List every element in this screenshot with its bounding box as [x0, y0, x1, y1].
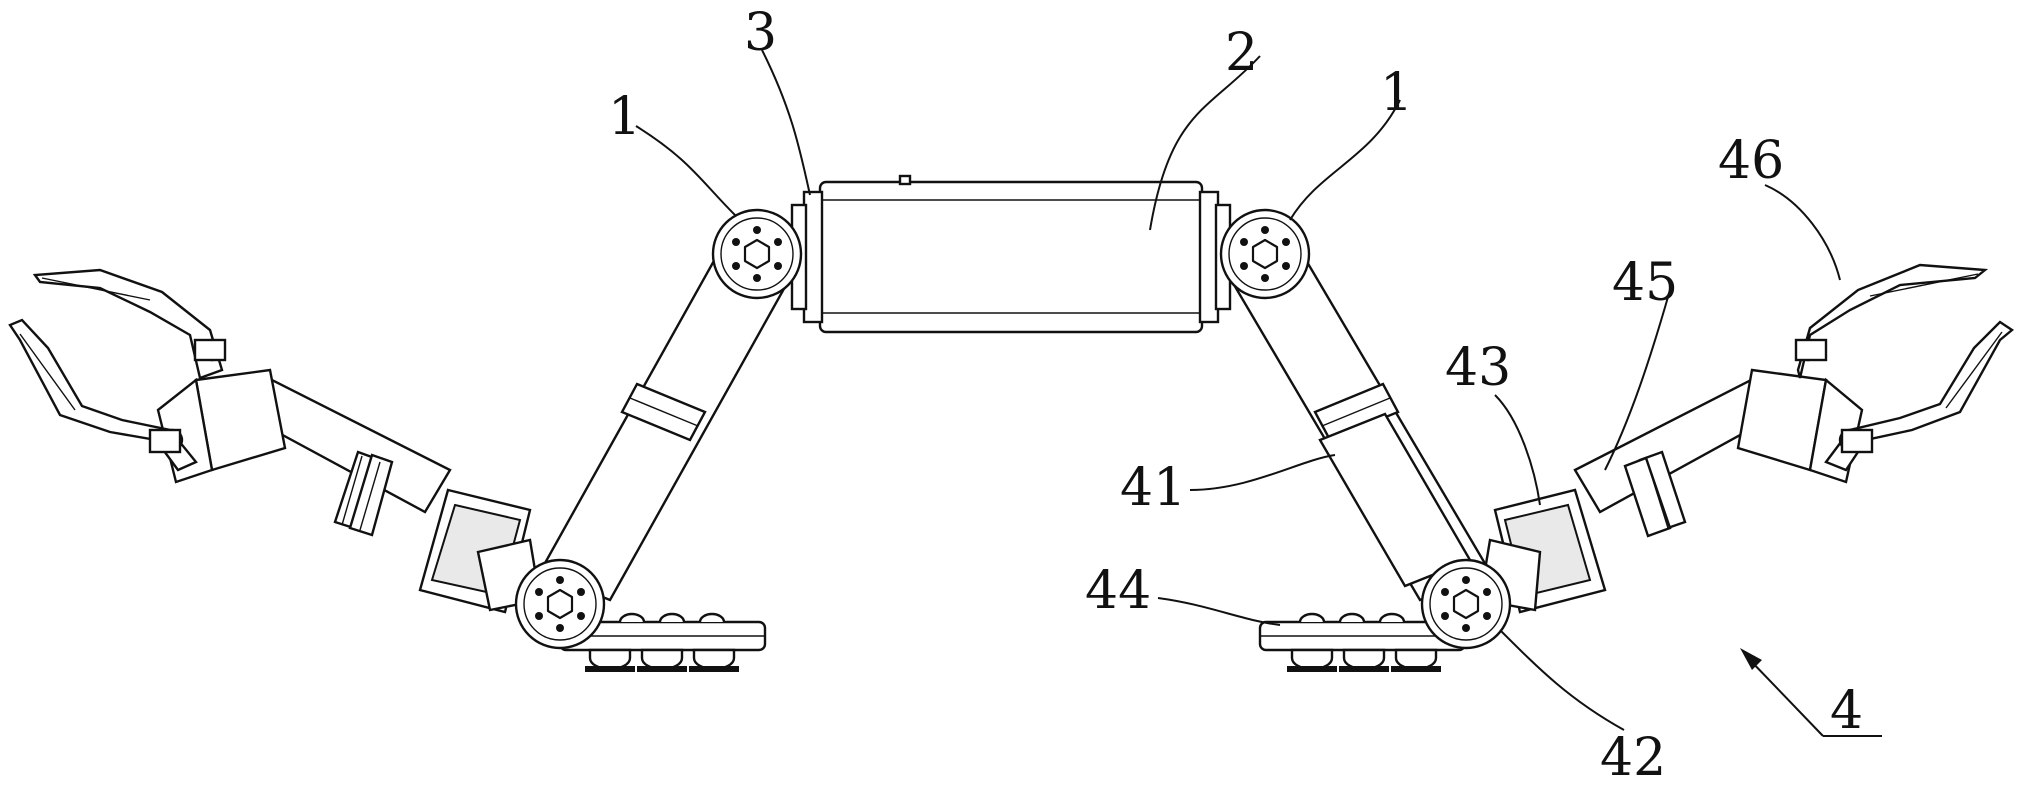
- left-forearm: [158, 370, 450, 535]
- label-42: 42: [1600, 728, 1666, 788]
- left-shoulder-joint: [713, 210, 801, 298]
- label-1-right: 1: [1380, 63, 1413, 123]
- label-2: 2: [1225, 23, 1258, 83]
- right-elbow-joint: [1422, 560, 1510, 648]
- label-4: 4: [1830, 681, 1863, 741]
- label-46: 46: [1718, 131, 1784, 191]
- left-arm-link: [540, 250, 790, 600]
- right-forearm: [1575, 370, 1862, 536]
- central-body: [792, 176, 1230, 332]
- label-45: 45: [1612, 253, 1678, 313]
- left-elbow-joint: [516, 560, 604, 648]
- right-shoulder-joint: [1221, 210, 1309, 298]
- reference-labels: 1 3 2 1 46 45 43 41 44 42 4: [608, 3, 1863, 788]
- label-44: 44: [1085, 561, 1151, 621]
- label-43: 43: [1445, 338, 1511, 398]
- label-3: 3: [744, 3, 777, 63]
- right-arm-link: [1230, 250, 1490, 600]
- label-41: 41: [1120, 458, 1186, 518]
- label-1-left: 1: [608, 87, 641, 147]
